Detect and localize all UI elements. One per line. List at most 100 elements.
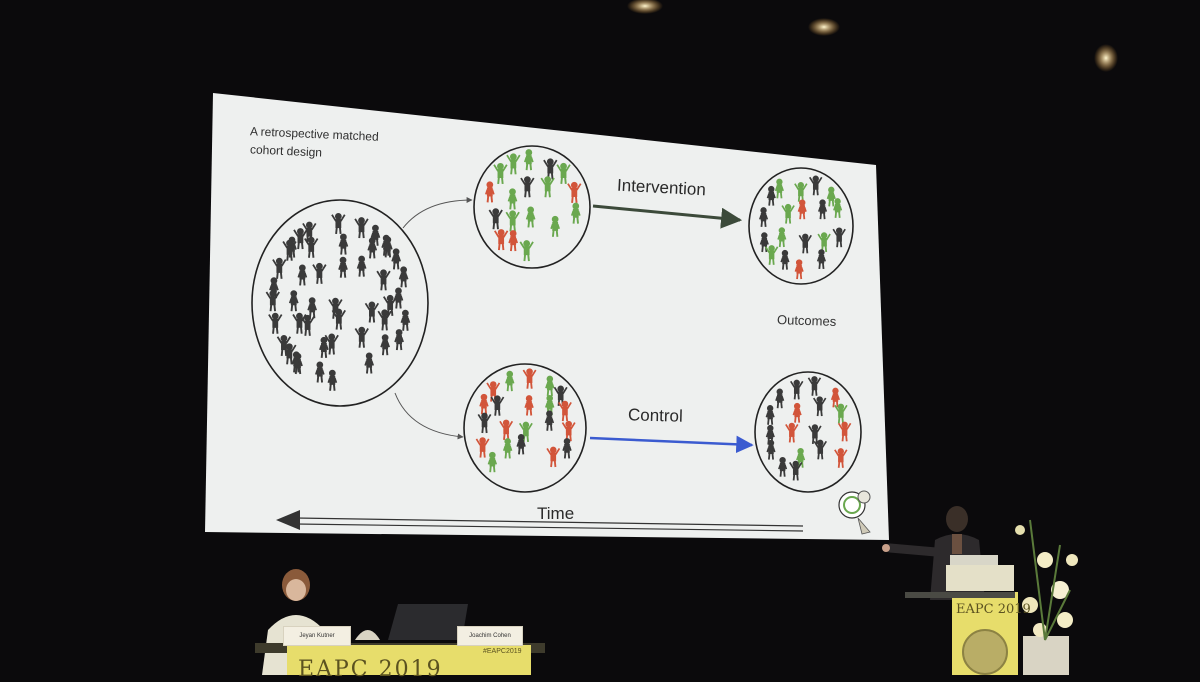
person-icon <box>798 233 812 254</box>
intervention-outcome-circle <box>748 167 854 285</box>
person-icon <box>765 405 775 425</box>
person-icon <box>490 395 505 416</box>
person-icon <box>545 394 555 416</box>
person-icon <box>785 422 799 443</box>
control-group-circle <box>463 363 587 493</box>
person-icon <box>777 227 787 248</box>
person-icon <box>774 178 784 199</box>
person-icon <box>570 202 581 224</box>
person-icon <box>794 182 808 202</box>
person-icon <box>400 309 411 331</box>
ceiling-light <box>808 18 840 36</box>
desk-banner: EAPC 2019 <box>298 657 443 682</box>
person-icon <box>519 240 534 262</box>
person-icon <box>778 456 788 477</box>
person-icon <box>288 290 299 312</box>
person-icon <box>833 198 843 218</box>
projection-screen <box>205 93 889 540</box>
person-icon <box>561 420 576 442</box>
person-icon <box>834 448 848 468</box>
person-icon <box>567 181 582 203</box>
podium-banner: EAPC 2019 <box>956 602 1031 617</box>
control-outcome-circle <box>754 371 862 493</box>
person-icon <box>393 287 404 309</box>
person-icon <box>524 395 534 416</box>
person-icon <box>300 314 315 336</box>
person-icon <box>812 396 827 417</box>
person-icon <box>331 308 346 330</box>
person-icon <box>324 333 339 355</box>
person-icon <box>479 393 489 415</box>
person-icon <box>766 439 776 460</box>
person-icon <box>293 228 308 250</box>
person-icon <box>475 437 490 458</box>
person-icon <box>837 421 852 442</box>
time-arrow <box>276 510 804 532</box>
person-icon <box>331 212 346 235</box>
control-arrow <box>589 435 754 454</box>
person-icon <box>550 215 560 237</box>
person-icon <box>338 233 349 255</box>
ceiling-light <box>1094 44 1118 72</box>
intervention-group-circle <box>473 145 591 269</box>
panel-desk <box>255 604 545 675</box>
person-icon <box>830 387 840 408</box>
person-icon <box>354 326 369 348</box>
control-group-figures <box>475 368 576 473</box>
person-icon <box>376 269 391 291</box>
person-icon <box>381 234 392 256</box>
person-icon <box>807 376 822 396</box>
split-arrow-top <box>402 197 473 229</box>
flower-arrangement <box>1015 519 1078 675</box>
person-icon <box>477 412 492 434</box>
split-arrow-bottom <box>394 392 464 440</box>
person-icon <box>522 368 537 389</box>
person-icon <box>282 343 297 365</box>
outcomes-label: Outcomes <box>776 311 837 330</box>
nameplate-left: Jeyan Kutner <box>283 626 351 646</box>
person-icon <box>391 248 401 270</box>
person-icon <box>291 351 302 373</box>
person-icon <box>356 255 367 277</box>
person-icon <box>507 188 518 210</box>
person-icon <box>558 400 572 422</box>
nameplate-right: Joachim Cohen <box>457 626 523 646</box>
person-icon <box>398 266 409 288</box>
person-icon <box>766 185 776 206</box>
person-icon <box>826 186 836 207</box>
person-icon <box>816 249 826 269</box>
control-label: Control <box>627 405 684 426</box>
person-icon <box>380 334 390 356</box>
person-icon <box>520 176 535 198</box>
person-icon <box>304 236 319 258</box>
person-icon <box>546 446 561 468</box>
person-icon <box>813 439 827 460</box>
person-icon <box>367 237 378 259</box>
person-icon <box>319 336 329 358</box>
person-icon <box>505 210 520 232</box>
person-icon <box>794 259 804 280</box>
intervention-arrow <box>592 204 743 229</box>
person-icon <box>781 203 795 224</box>
person-icon <box>524 149 534 171</box>
person-icon <box>364 352 375 374</box>
person-icon <box>764 245 779 265</box>
person-icon <box>562 438 572 459</box>
person-icon <box>297 264 308 286</box>
person-icon <box>775 388 785 409</box>
desk-hashtag: #EAPC2019 <box>483 648 522 655</box>
person-icon <box>486 381 501 402</box>
person-icon <box>556 162 571 184</box>
person-icon <box>544 410 555 431</box>
person-icon <box>327 369 338 391</box>
person-icon <box>508 230 519 252</box>
person-icon <box>488 208 503 230</box>
person-icon <box>516 434 526 455</box>
person-icon <box>338 256 348 278</box>
person-icon <box>789 460 803 481</box>
person-icon <box>808 424 822 445</box>
person-icon <box>525 206 536 228</box>
person-icon <box>792 402 802 423</box>
person-icon <box>809 175 823 196</box>
